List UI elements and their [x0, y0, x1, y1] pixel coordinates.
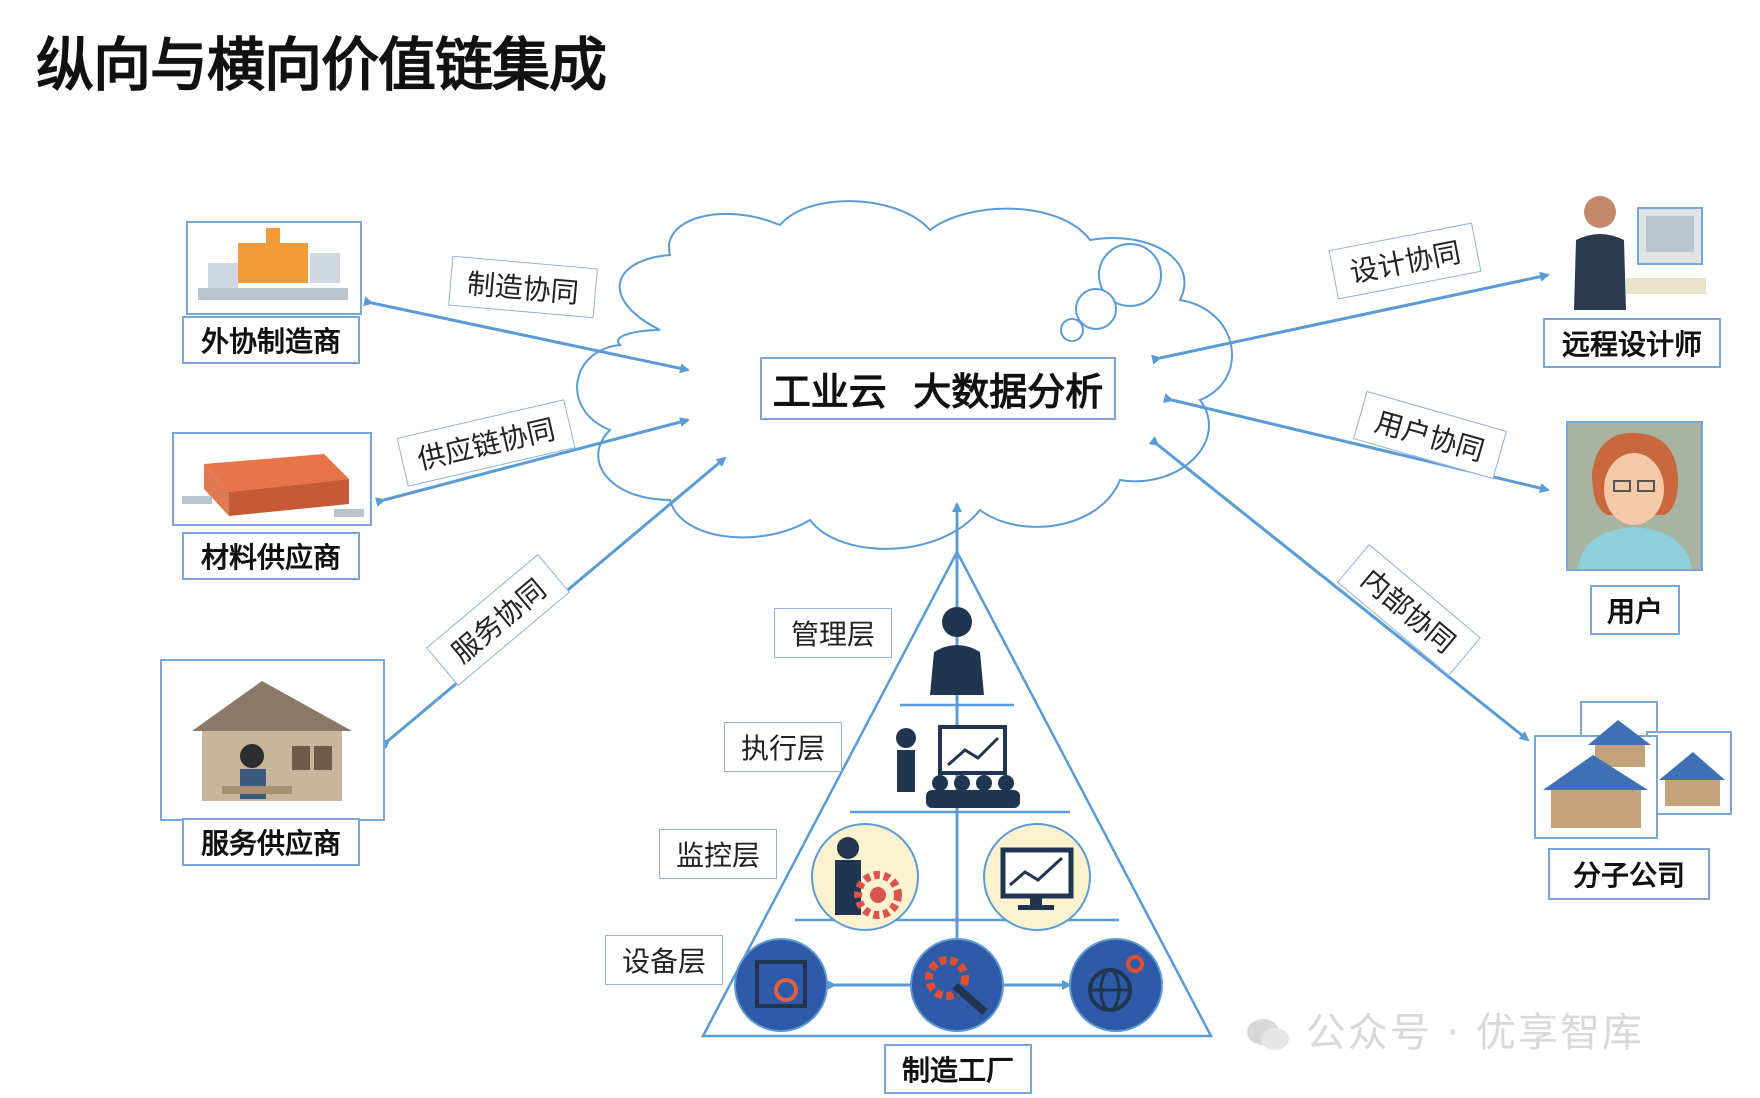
page-title: 纵向与横向价值链集成 [36, 31, 607, 99]
service-house-image [160, 659, 385, 821]
layer-label-management: 管理层 [774, 608, 892, 658]
presentation-icon [896, 725, 1020, 808]
wrench-gear-icon [910, 938, 1004, 1032]
manager-icon [930, 607, 984, 695]
arrow-design [1151, 271, 1550, 365]
cloud-bubble-small [1060, 318, 1084, 342]
node-remote-designer: 远程设计师 [1543, 318, 1721, 368]
engineer-gear-icon [811, 823, 919, 931]
designer-image [1558, 188, 1706, 310]
warehouse-image [172, 432, 372, 526]
node-outsourced-manufacturer: 外协制造商 [182, 316, 360, 364]
watermark-text: 公众号 · 优享智库 [1305, 1010, 1644, 1056]
user-avatar [1566, 421, 1703, 571]
node-subsidiaries: 分子公司 [1548, 848, 1710, 900]
layer-label-equipment: 设备层 [605, 935, 723, 985]
factory-image [186, 221, 362, 315]
arrow-internal [1148, 436, 1530, 742]
watermark: 公众号 · 优享智库 [1245, 1000, 1644, 1058]
cloud-bubble-medium [1075, 288, 1117, 330]
pyramid-base-label: 制造工厂 [884, 1044, 1032, 1094]
arrow-manufacturing [363, 296, 690, 374]
node-service-provider: 服务供应商 [182, 818, 360, 866]
node-material-supplier: 材料供应商 [182, 532, 360, 580]
web-settings-icon [734, 938, 828, 1032]
monitor-chart-icon [983, 823, 1091, 931]
layer-label-execution: 执行层 [724, 722, 842, 772]
node-user: 用户 [1590, 585, 1680, 635]
layer-label-monitoring: 监控层 [659, 829, 777, 879]
wechat-icon [1245, 1017, 1291, 1053]
branch-offices-image [1533, 700, 1733, 840]
center-cloud-label: 工业云 大数据分析 [760, 357, 1116, 420]
globe-gear-icon [1069, 938, 1163, 1032]
